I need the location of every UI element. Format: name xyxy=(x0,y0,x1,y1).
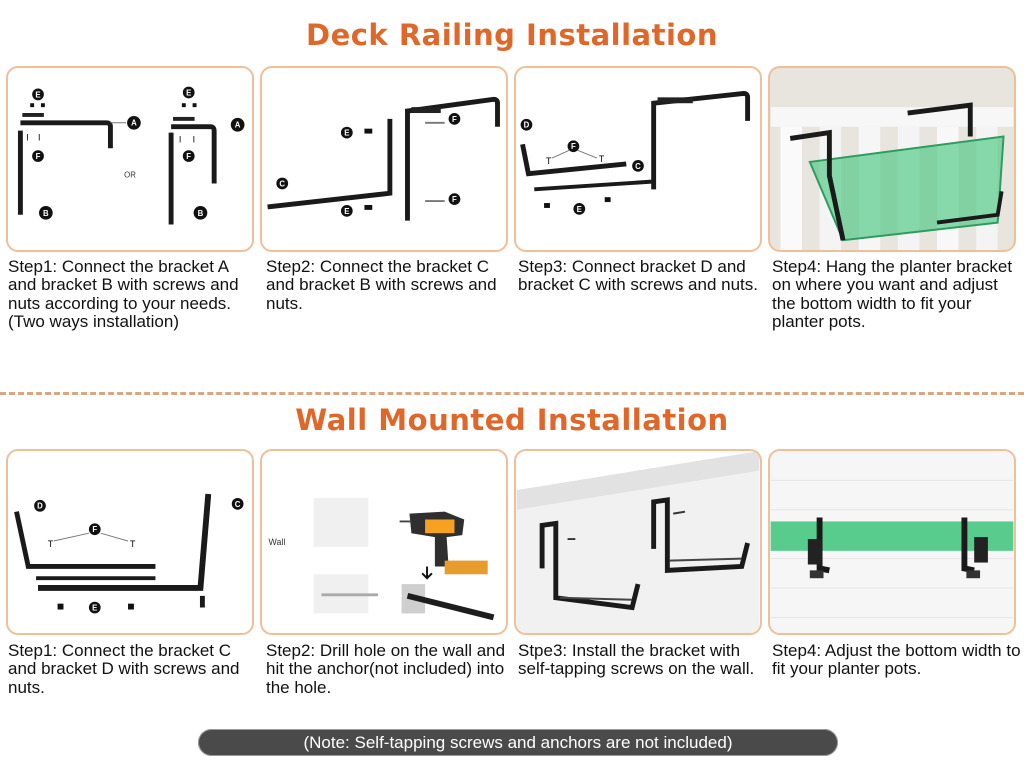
svg-text:E: E xyxy=(92,603,97,612)
note-banner: (Note: Self-tapping screws and anchors a… xyxy=(198,729,838,756)
wall-step3-caption: Stpe3: Install the bracket with self-tap… xyxy=(518,641,755,679)
svg-text:F: F xyxy=(452,115,457,124)
bracket-c-d-diagram: D C F T T E xyxy=(14,493,244,614)
svg-text:E: E xyxy=(186,88,191,97)
deck-step3-caption: Step3: Connect bracket D and bracket C w… xyxy=(518,257,758,295)
svg-text:C: C xyxy=(279,179,285,188)
svg-text:I: I xyxy=(179,134,181,144)
section-divider xyxy=(0,392,1024,395)
svg-text:I: I xyxy=(38,132,40,142)
wall-step1-illustration: D C F T T E xyxy=(6,449,254,635)
svg-text:I: I xyxy=(26,132,28,142)
wall-label: Wall xyxy=(269,537,286,547)
svg-text:F: F xyxy=(186,152,191,161)
or-label: OR xyxy=(124,171,136,180)
planter-on-railing-photo xyxy=(770,68,1014,250)
svg-text:I: I xyxy=(193,134,195,144)
svg-text:B: B xyxy=(43,209,49,218)
svg-text:A: A xyxy=(131,119,137,128)
wall-step4-caption: Step4: Adjust the bottom width to fit yo… xyxy=(772,641,1021,679)
deck-step4-photo xyxy=(768,66,1016,252)
wall-step1-caption: Step1: Connect the bracket C and bracket… xyxy=(8,641,240,697)
svg-text:E: E xyxy=(35,90,40,99)
wall-step2-illustration: Wall xyxy=(260,449,508,635)
svg-text:E: E xyxy=(577,205,582,214)
svg-text:F: F xyxy=(452,195,457,204)
deck-step4-caption: Step4: Hang the planter bracket on where… xyxy=(772,257,1013,331)
wall-step4-photo xyxy=(768,449,1016,635)
svg-text:E: E xyxy=(344,129,349,138)
svg-text:T: T xyxy=(599,154,605,164)
bracket-d-c-diagram: D F T T C E xyxy=(520,90,751,215)
svg-text:D: D xyxy=(524,121,530,130)
svg-text:B: B xyxy=(198,209,204,218)
svg-text:T: T xyxy=(546,156,552,166)
svg-text:T: T xyxy=(130,539,136,549)
svg-text:F: F xyxy=(36,152,41,161)
deck-step2-illustration: E F C E F xyxy=(260,66,508,252)
svg-text:F: F xyxy=(571,142,576,151)
wall-step2-caption: Step2: Drill hole on the wall and hit th… xyxy=(266,641,506,697)
svg-text:A: A xyxy=(235,121,241,130)
bracket-on-wall-diagram xyxy=(516,451,760,633)
svg-text:E: E xyxy=(344,207,349,216)
deck-step1-caption: Step1: Connect the bracket A and bracket… xyxy=(8,257,239,331)
svg-text:C: C xyxy=(235,500,241,509)
deck-step3-illustration: D F T T C E xyxy=(514,66,762,252)
svg-text:D: D xyxy=(37,502,43,511)
planter-on-wall-photo xyxy=(770,451,1014,633)
deck-section-title: Deck Railing Installation xyxy=(306,18,718,52)
svg-text:T: T xyxy=(48,539,54,549)
svg-text:F: F xyxy=(92,525,97,534)
bracket-c-b-diagram: E F C E F xyxy=(267,96,500,221)
svg-text:C: C xyxy=(635,162,641,171)
wall-section-title: Wall Mounted Installation xyxy=(295,403,729,437)
deck-step2-caption: Step2: Connect the bracket C and bracket… xyxy=(266,257,497,313)
drill-and-anchor-diagram: Wall xyxy=(269,497,495,621)
wall-step3-illustration xyxy=(514,449,762,635)
